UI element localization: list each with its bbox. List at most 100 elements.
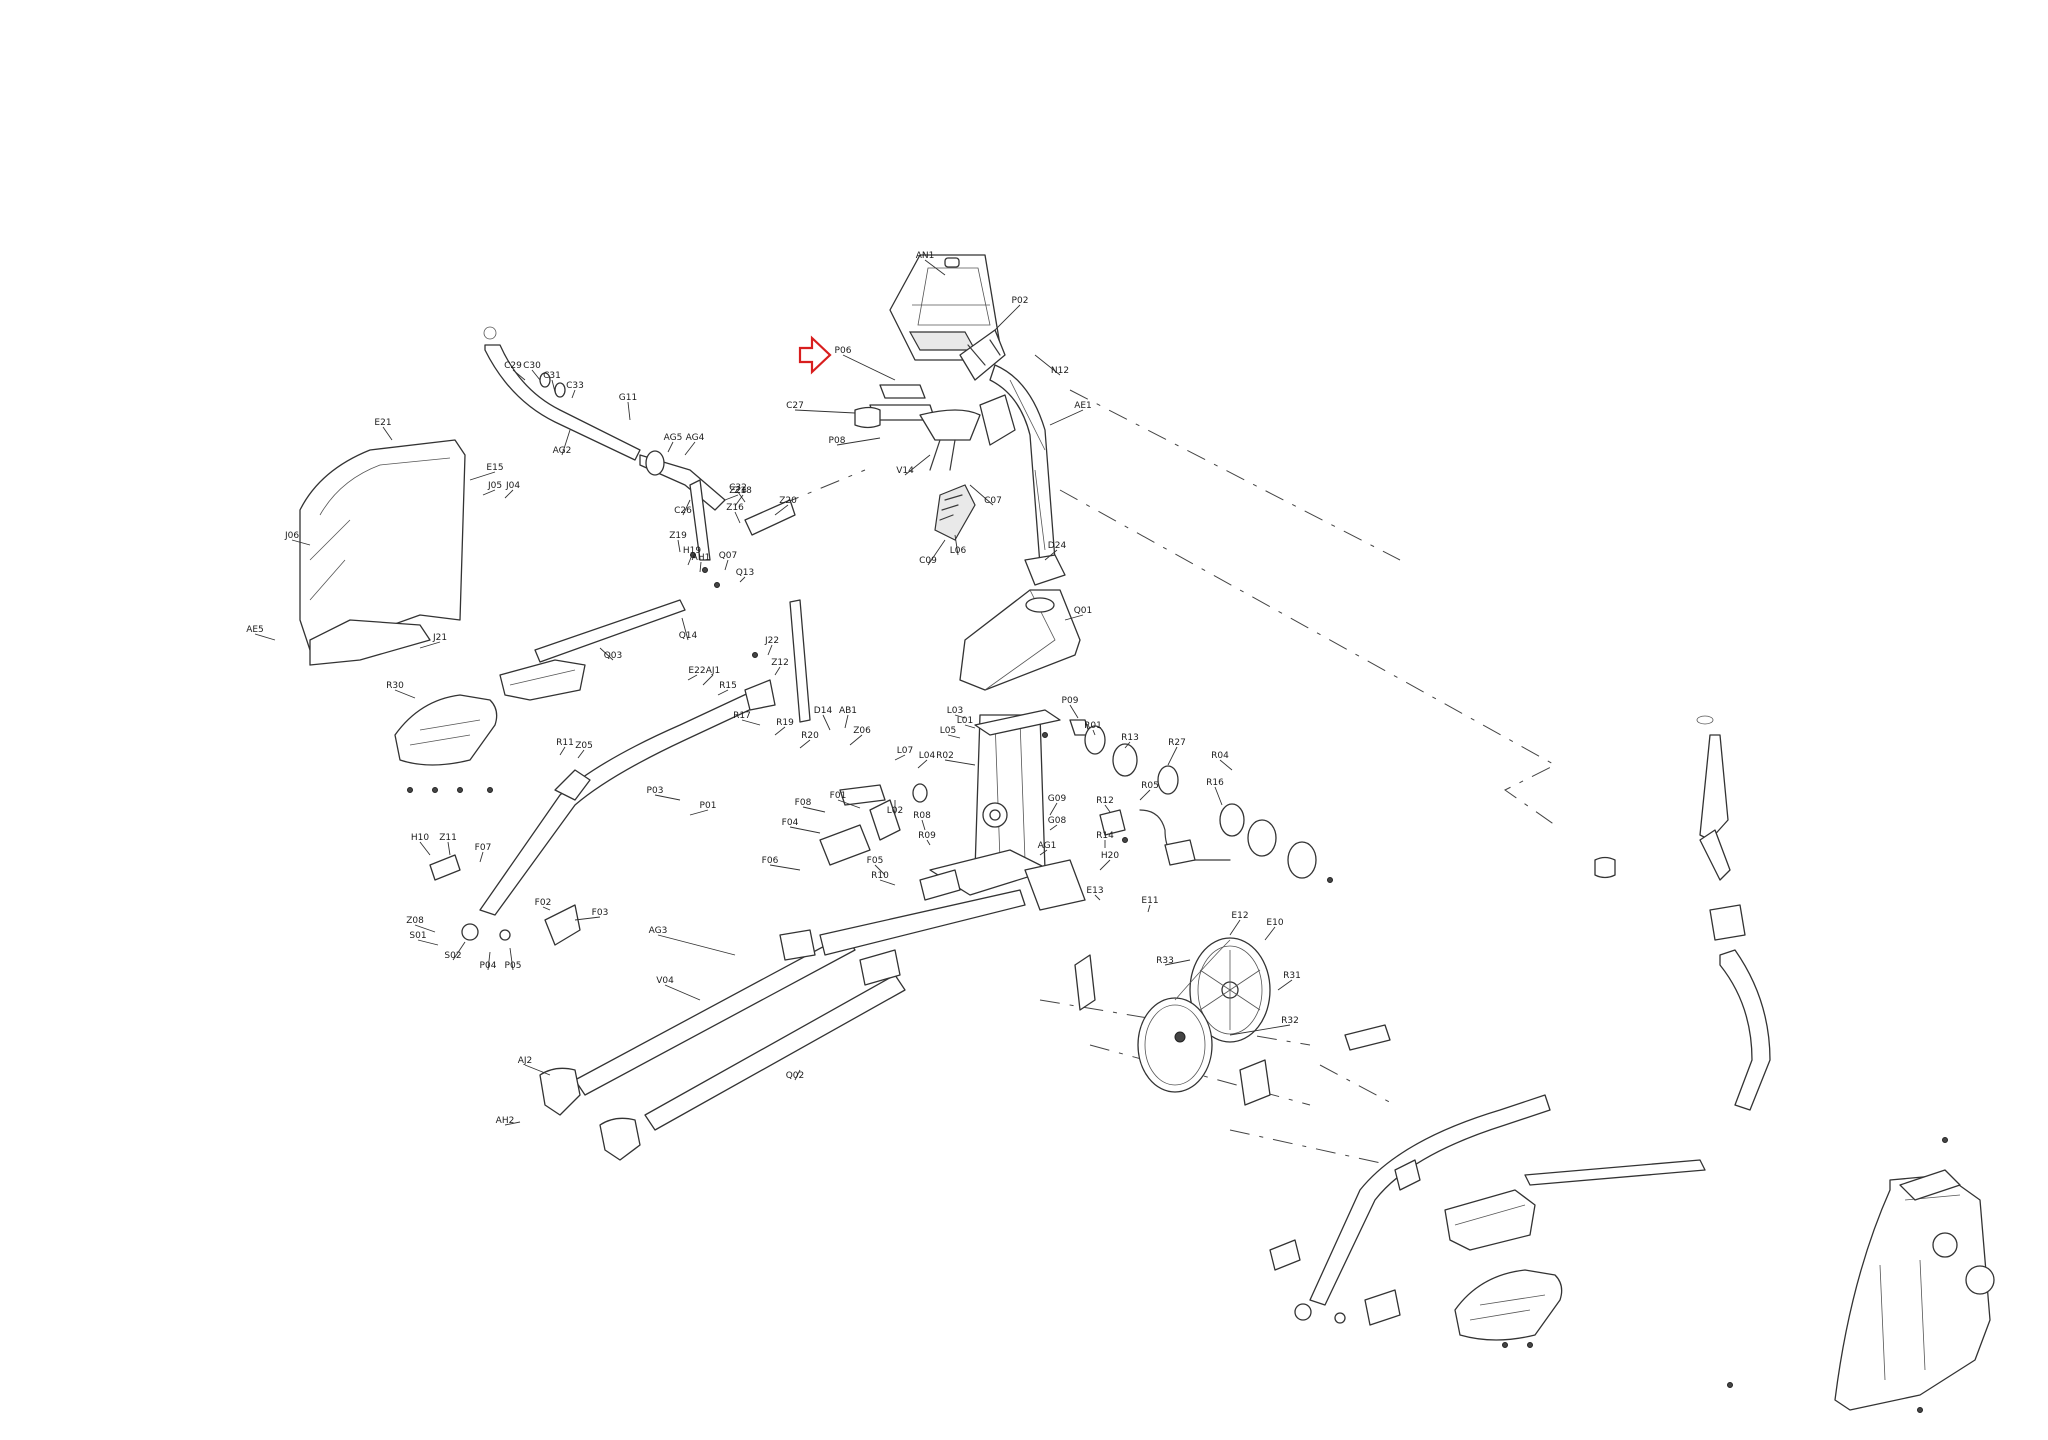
leader-line <box>789 826 821 834</box>
leader-line <box>924 259 946 276</box>
part-callout-r14: R14 <box>1096 831 1114 841</box>
part-callout-ah2: AH2 <box>496 1116 515 1126</box>
leader-line <box>574 916 601 921</box>
leader-line <box>739 576 746 583</box>
leader-line <box>741 719 761 726</box>
part-callout-d24: D24 <box>1048 541 1067 551</box>
part-callout-p05: P05 <box>505 961 522 971</box>
leader-line <box>1049 409 1084 426</box>
part-callout-g08: G08 <box>1048 816 1067 826</box>
part-callout-e12: E12 <box>1231 911 1248 921</box>
part-callout-e13: E13 <box>1086 886 1103 896</box>
part-callout-f06: F06 <box>762 856 779 866</box>
part-callout-z08: Z08 <box>406 916 424 926</box>
leader-line <box>734 511 741 524</box>
leader-line <box>844 714 849 729</box>
part-callout-l07: L07 <box>897 746 913 756</box>
part-callout-r30: R30 <box>386 681 404 691</box>
part-callout-ae1: AE1 <box>1074 401 1092 411</box>
part-callout-e21: E21 <box>374 418 391 428</box>
flywheel-assembly <box>1074 937 1271 1106</box>
part-callout-q07: Q07 <box>719 551 738 561</box>
part-callout-ag5: AG5 <box>664 433 683 443</box>
part-callout-s02: S02 <box>444 951 461 961</box>
leader-line <box>577 749 585 759</box>
leader-line <box>794 409 856 414</box>
part-callout-r15: R15 <box>719 681 737 691</box>
part-callout-f05: F05 <box>867 856 884 866</box>
part-callout-ag2: AG2 <box>553 446 572 456</box>
left-pedal-arm <box>479 679 776 916</box>
leader-line <box>1214 786 1223 806</box>
leader-line <box>1049 824 1058 831</box>
leader-line <box>724 559 729 571</box>
part-callout-q03: Q03 <box>604 651 623 661</box>
part-callout-c32: C32 <box>729 483 747 493</box>
leader-line <box>1229 1024 1291 1036</box>
right-shroud <box>1834 1169 1995 1411</box>
leader-line <box>926 839 931 846</box>
part-callout-z20: Z20 <box>779 496 797 506</box>
leader-line <box>667 441 674 453</box>
leader-line <box>822 714 831 731</box>
leader-line <box>724 494 739 501</box>
leader-line <box>531 369 541 381</box>
part-callout-c33: C33 <box>566 381 584 391</box>
right-crank-parts <box>1269 1239 1401 1326</box>
part-callout-j22: J22 <box>764 636 779 646</box>
leader-line <box>394 689 416 699</box>
leader-line <box>687 554 693 566</box>
leader-line <box>994 304 1021 331</box>
center-shroud <box>959 589 1081 691</box>
leader-line <box>1104 804 1111 813</box>
brake-assembly <box>1069 719 1317 879</box>
leader-line <box>954 714 966 719</box>
part-callout-c30: C30 <box>523 361 541 371</box>
part-callout-r10: R10 <box>871 871 889 881</box>
part-callout-c07: C07 <box>984 496 1002 506</box>
leader-line <box>1049 802 1058 816</box>
part-callout-p02: P02 <box>1012 296 1029 306</box>
leader-line <box>291 539 311 546</box>
part-callout-r16: R16 <box>1206 778 1224 788</box>
leader-line <box>551 379 556 393</box>
part-callout-z24: Z24 <box>729 486 747 496</box>
part-callout-r11: R11 <box>556 738 574 748</box>
part-callout-r32: R32 <box>1281 1016 1299 1026</box>
part-callout-h20: H20 <box>1101 851 1119 861</box>
leader-line <box>1092 729 1096 736</box>
part-callout-h19: H19 <box>683 546 701 556</box>
part-callout-c29: C29 <box>504 361 522 371</box>
base-rails <box>539 799 1026 1161</box>
leader-line <box>774 726 786 736</box>
leader-line <box>677 539 681 553</box>
leader-line <box>699 561 702 573</box>
leader-line <box>894 754 906 761</box>
part-callout-c27: C27 <box>786 401 804 411</box>
part-callout-p04: P04 <box>480 961 497 971</box>
part-callout-p09: P09 <box>1062 696 1079 706</box>
leader-line <box>849 734 863 746</box>
upright-frame <box>919 709 1086 911</box>
leader-line <box>874 864 886 876</box>
part-callout-e11: E11 <box>1141 896 1158 906</box>
leader-line <box>879 879 896 886</box>
part-callout-q13: Q13 <box>736 568 755 578</box>
part-callout-q14: Q14 <box>679 631 698 641</box>
part-callout-c31: C31 <box>543 371 561 381</box>
part-callout-l06: L06 <box>950 546 967 556</box>
leader-line <box>944 759 976 766</box>
part-callout-n12: N12 <box>1051 366 1069 376</box>
part-callout-r02: R02 <box>936 751 954 761</box>
leader-line <box>774 504 789 516</box>
part-callout-v04: V04 <box>656 976 674 986</box>
part-callout-z18: Z18 <box>734 486 752 496</box>
leader-line <box>769 864 801 871</box>
leader-line <box>524 1064 551 1076</box>
leader-line <box>419 841 431 856</box>
part-callout-ag4: AG4 <box>686 433 705 443</box>
console-assembly <box>889 254 1006 381</box>
leader-line <box>774 666 781 676</box>
